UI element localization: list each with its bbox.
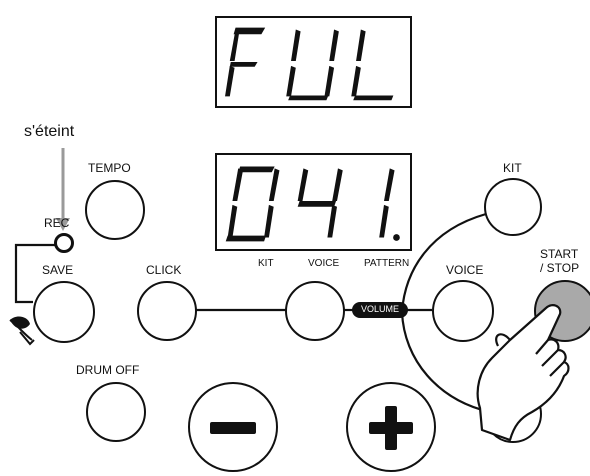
leaf-icon: [9, 316, 35, 346]
volume-badge: VOLUME: [352, 302, 408, 318]
top-display: [215, 16, 412, 108]
start-label: START: [540, 247, 579, 261]
mode-label-kit: KIT: [258, 258, 274, 269]
volume-label: VOLUME: [360, 304, 399, 314]
tempo-label: TEMPO: [88, 161, 131, 175]
plus-icon-v: [385, 406, 397, 450]
voice-button[interactable]: [432, 280, 494, 342]
hand-press-icon: [476, 304, 570, 442]
minus-button[interactable]: [188, 382, 278, 472]
click-label: CLICK: [146, 263, 182, 277]
click-button[interactable]: [137, 281, 197, 341]
mode-label-voice: VOICE: [308, 258, 340, 269]
stop-label: / STOP: [540, 261, 580, 275]
annotation-text: s'éteint: [24, 123, 75, 140]
drum-off-label: DRUM OFF: [76, 363, 140, 377]
minus-icon: [210, 422, 256, 434]
top-display-segments: [225, 27, 394, 101]
tempo-button[interactable]: [85, 180, 145, 240]
save-label: SAVE: [42, 263, 74, 277]
rec-label: REC: [44, 216, 70, 230]
arrow-down-icon: [56, 218, 70, 231]
bottom-display-segments: [225, 166, 400, 242]
top-display-digits: [225, 27, 394, 101]
rec-led: [54, 233, 74, 253]
bottom-display-digits: [225, 166, 400, 242]
kit-button[interactable]: [484, 178, 542, 236]
voice-label: VOICE: [446, 263, 484, 277]
bottom-display: [215, 153, 412, 251]
drum-off-button[interactable]: [86, 382, 146, 442]
save-button[interactable]: [33, 281, 95, 343]
kit-label: KIT: [503, 161, 522, 175]
plus-button[interactable]: [346, 382, 436, 472]
mode-label-pattern: PATTERN: [364, 258, 410, 269]
rec-save-connector: [14, 243, 55, 304]
volume-down-button[interactable]: [285, 281, 345, 341]
